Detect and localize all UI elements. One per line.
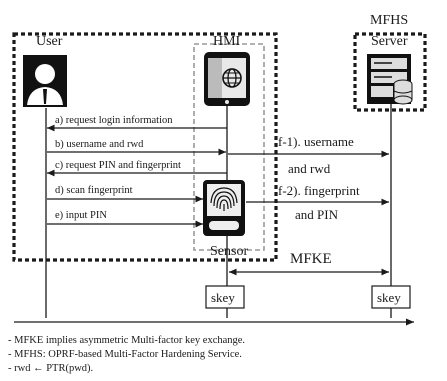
mfhs-label: MFHS	[370, 13, 408, 28]
server-boundary	[353, 32, 427, 112]
message-e-label: e) input PIN	[55, 210, 107, 221]
hmi-boundary	[193, 43, 265, 251]
message-b-label: b) username and rwd	[55, 139, 144, 150]
message-f1-label-line1: f-1). username	[278, 134, 354, 149]
message-d-label: d) scan fingerprint	[55, 185, 133, 196]
message-f2-label-line1: f-2). fingerprint	[278, 183, 360, 198]
message-f2-label-line2: and PIN	[295, 207, 339, 222]
server-label: Server	[371, 34, 408, 49]
message-c-label: c) request PIN and fingerprint	[55, 160, 181, 171]
server-database-icon	[367, 54, 413, 105]
message-f1-label-line2: and rwd	[288, 161, 331, 176]
hmi-skey-box	[205, 285, 245, 309]
client-boundary	[12, 32, 278, 262]
sensor-label: Sensor	[210, 244, 248, 259]
user-label: User	[36, 34, 63, 49]
hmi-skey-label: skey	[211, 290, 235, 305]
server-skey-box	[371, 285, 411, 309]
note-mfke: - MFKE implies asymmetric Multi-factor k…	[8, 335, 245, 346]
mfke-label: MFKE	[290, 251, 332, 267]
hmi-label: HMI	[213, 34, 241, 49]
phone-globe-icon	[204, 52, 250, 106]
user-avatar-icon	[23, 55, 67, 107]
fingerprint-sensor-icon	[203, 180, 245, 236]
message-a-label: a) request login information	[55, 115, 173, 126]
note-mfhs: - MFHS: OPRF-based Multi-Factor Hardenin…	[8, 349, 242, 360]
note-rwd: - rwd ← PTR(pwd).	[8, 363, 93, 374]
server-skey-label: skey	[377, 290, 401, 305]
